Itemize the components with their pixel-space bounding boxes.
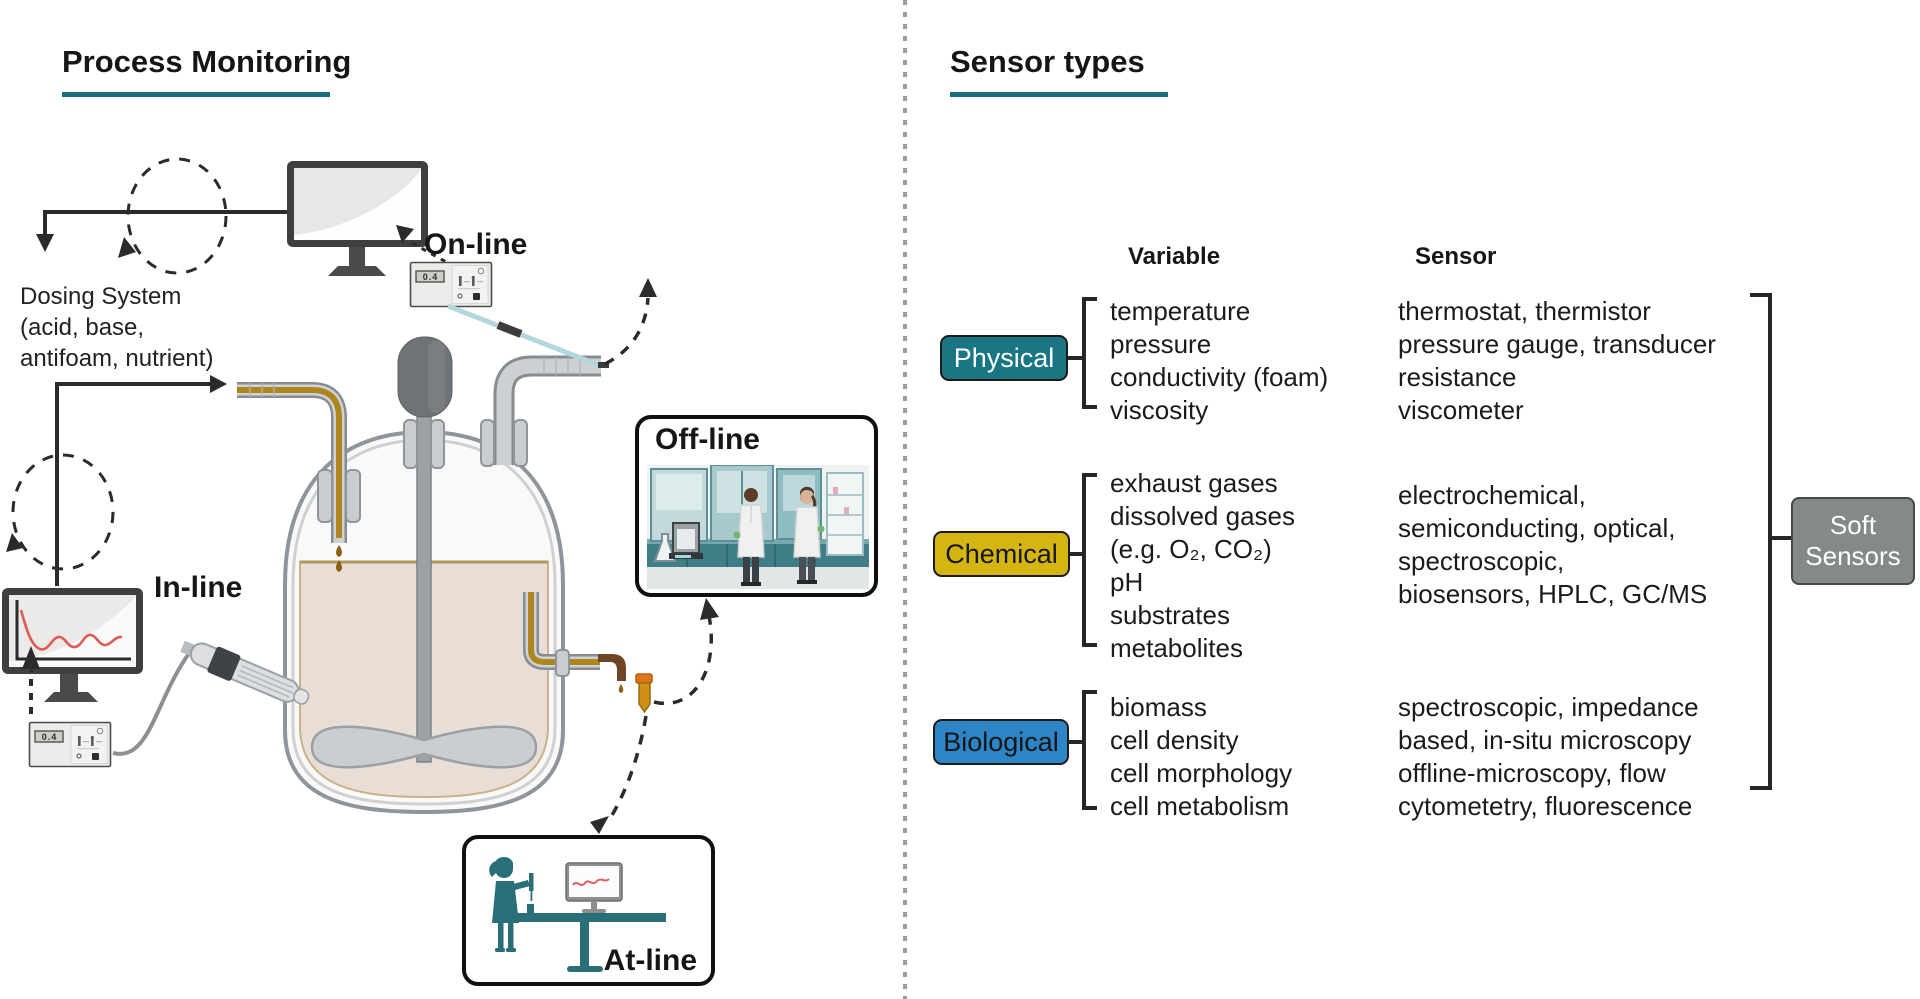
sensor-item: based, in-situ microscopy [1398, 725, 1692, 755]
sensor-item: viscometer [1398, 395, 1524, 425]
inline-label: In-line [154, 571, 243, 604]
capillary-icon [447, 303, 609, 369]
variable-item: viscosity [1110, 395, 1209, 425]
title-underline-left [62, 92, 330, 97]
variable-item: exhaust gases [1110, 468, 1278, 498]
sensor-item: cytometetry, fluorescence [1398, 791, 1693, 821]
sensor-item: semiconducting, optical, [1398, 513, 1676, 543]
bracket-physical [1082, 297, 1097, 409]
category-badge-physical: Physical [940, 335, 1068, 381]
bracket-connector-biological [1068, 740, 1082, 744]
process-monitoring-title: Process Monitoring [62, 44, 352, 79]
bracket-connector-chemical [1070, 552, 1082, 556]
sensor-types-title: Sensor types [950, 44, 1145, 79]
sensor-item: resistance [1398, 362, 1517, 392]
pump-unit-icon [409, 261, 493, 308]
atline-arrow [590, 715, 648, 834]
monitor-pump-link [411, 241, 449, 265]
probe-cable [112, 650, 192, 756]
sensor-item: thermostat, thermistor [1398, 296, 1651, 326]
soft-sensors-connector [1772, 536, 1791, 540]
divider-dotted-line [903, 0, 907, 999]
pump-display-value: 0.4 [422, 272, 439, 282]
column-header-sensor: Sensor [1415, 243, 1497, 270]
probe-icon [180, 640, 310, 705]
variable-item: cell metabolism [1110, 791, 1290, 821]
variables-list-biological: biomass cell density cell morphology cel… [1110, 691, 1292, 823]
transmitter-unit-icon [28, 721, 112, 768]
sensors-list-biological: spectroscopic, impedance based, in-situ … [1398, 691, 1699, 823]
variable-item: dissolved gases [1110, 501, 1295, 531]
online-label: On-line [424, 228, 528, 261]
column-header-variable: Variable [1128, 243, 1221, 270]
variable-item: metabolites [1110, 633, 1243, 663]
offline-box: Off-line [635, 415, 878, 597]
variable-item: pH [1110, 567, 1144, 597]
variable-item: temperature [1110, 296, 1251, 326]
offline-arrow [653, 598, 719, 706]
dosing-system-note: Dosing System (acid, base, antifoam, nut… [20, 283, 214, 372]
variable-item: substrates [1110, 600, 1230, 630]
online-arrow [604, 278, 657, 366]
variable-item: conductivity (foam) [1110, 362, 1329, 392]
offline-label: Off-line [655, 423, 760, 456]
dosing-line [6, 375, 227, 586]
transmitter-display-value: 0.4 [41, 732, 58, 742]
sensor-item: spectroscopic, [1398, 546, 1565, 576]
inline-monitor-icon [2, 588, 143, 702]
tap-icon [598, 654, 626, 693]
category-badge-chemical: Chemical [933, 531, 1070, 577]
variable-item: cell density [1110, 725, 1239, 755]
atline-scene [489, 857, 666, 972]
variable-item: biomass [1110, 692, 1207, 722]
title-underline-right [950, 92, 1168, 97]
sensor-item: offline-microscopy, flow [1398, 758, 1666, 788]
variable-item: pressure [1110, 329, 1212, 359]
sensor-item: biosensors, HPLC, GC/MS [1398, 579, 1708, 609]
bioreactor-icon [237, 336, 601, 815]
transmitter-arrow [22, 646, 40, 714]
atline-label: At-line [603, 944, 697, 977]
variable-item: cell morphology [1110, 758, 1293, 788]
variables-list-physical: temperature pressure conductivity (foam)… [1110, 295, 1328, 427]
atline-box: At-line [462, 835, 715, 986]
category-badge-biological: Biological [933, 719, 1069, 765]
sensor-item: pressure gauge, transducer [1398, 329, 1716, 359]
process-diagram [2, 157, 719, 834]
soft-sensors-box: Soft Sensors [1791, 497, 1915, 585]
sample-tube-icon [635, 673, 653, 714]
right-bracket [1750, 293, 1772, 790]
bracket-chemical [1082, 473, 1097, 647]
bracket-biological [1082, 690, 1097, 810]
variables-list-chemical: exhaust gases dissolved gases (e.g. O₂, … [1110, 467, 1295, 665]
variable-item: (e.g. O₂, CO₂) [1110, 534, 1272, 564]
sensors-list-physical: thermostat, thermistor pressure gauge, t… [1398, 295, 1716, 427]
sensors-list-chemical: electrochemical, semiconducting, optical… [1398, 479, 1707, 611]
lab-scene [647, 465, 869, 589]
sensor-item: spectroscopic, impedance [1398, 692, 1699, 722]
sensor-item: electrochemical, [1398, 480, 1586, 510]
bracket-connector-physical [1068, 356, 1082, 360]
control-loop-top [36, 157, 289, 275]
monitor-icon [287, 161, 428, 276]
